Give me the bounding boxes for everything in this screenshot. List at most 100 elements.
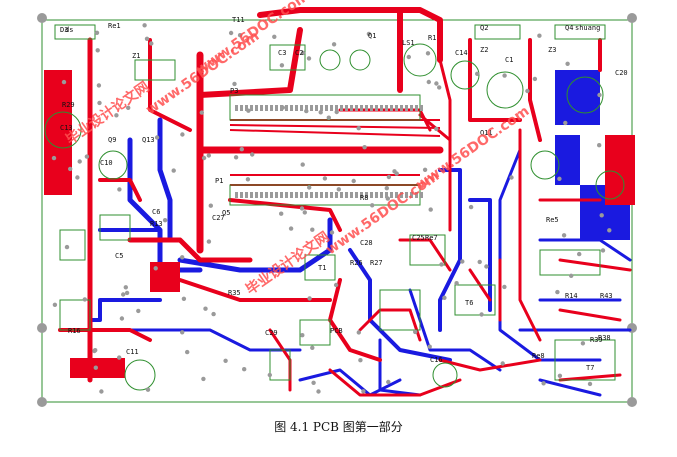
pad	[325, 105, 328, 111]
via	[413, 329, 418, 335]
pad	[360, 105, 363, 111]
mounting-hole	[37, 323, 47, 333]
component-label: shuang	[575, 24, 600, 32]
pad	[295, 192, 298, 198]
via	[336, 187, 341, 192]
via	[211, 311, 216, 317]
component-label: C14	[455, 49, 468, 57]
via	[362, 145, 367, 150]
component-label: C2	[295, 49, 303, 57]
via	[124, 290, 130, 296]
pad	[405, 192, 408, 198]
via	[502, 284, 507, 290]
component-label: Q11	[480, 129, 493, 137]
pad	[320, 105, 323, 111]
component-label: C11	[126, 348, 139, 356]
pad	[245, 105, 248, 111]
via	[386, 379, 391, 385]
via	[153, 266, 158, 271]
pad	[365, 192, 368, 198]
pad	[250, 192, 253, 198]
component-label: Q1	[368, 32, 376, 40]
via	[565, 61, 570, 66]
component-label: R38	[598, 334, 611, 342]
via	[84, 154, 90, 159]
via	[300, 50, 306, 56]
via	[232, 81, 237, 87]
connector-q2	[474, 24, 521, 40]
via	[242, 367, 247, 372]
component-label: Re7	[425, 234, 438, 242]
component-label: T1	[318, 264, 326, 272]
via	[126, 105, 131, 111]
component-label: Q9	[108, 136, 116, 144]
mounting-hole	[627, 397, 637, 407]
via	[68, 166, 73, 172]
pad	[310, 192, 313, 198]
via	[239, 147, 244, 152]
component-label: R43	[600, 292, 613, 300]
via	[561, 233, 567, 238]
component-label: C6	[152, 208, 160, 216]
pad	[395, 192, 398, 198]
pad	[255, 192, 258, 198]
via	[310, 345, 315, 350]
via	[185, 349, 190, 355]
pad	[295, 105, 298, 111]
pad	[375, 192, 378, 198]
via	[201, 155, 207, 161]
via	[427, 344, 432, 349]
via	[145, 387, 151, 392]
pad	[400, 105, 403, 111]
pad	[370, 192, 373, 198]
via	[208, 203, 213, 208]
component-label: T11	[232, 16, 245, 24]
component-label: T7	[586, 364, 594, 372]
component-label: R35	[228, 289, 241, 297]
pad	[380, 192, 383, 198]
pad	[380, 105, 383, 111]
via	[82, 297, 88, 302]
via	[392, 169, 397, 174]
via	[61, 79, 67, 85]
via	[384, 186, 389, 191]
pad	[315, 192, 318, 198]
mounting-hole	[37, 13, 47, 23]
via	[304, 108, 309, 114]
pad	[270, 105, 273, 111]
via	[51, 155, 57, 161]
via	[600, 248, 606, 253]
via	[306, 56, 312, 61]
via	[64, 244, 70, 250]
pad	[315, 105, 318, 111]
component-label: Z3	[548, 46, 556, 54]
component-label: C28	[360, 239, 373, 247]
pad	[300, 105, 303, 111]
via	[370, 203, 375, 208]
pad	[260, 105, 263, 111]
via	[326, 115, 331, 120]
via	[203, 306, 208, 311]
via	[468, 204, 474, 210]
pad	[250, 105, 253, 111]
via	[171, 168, 176, 173]
via	[318, 110, 323, 115]
via	[425, 51, 431, 56]
via	[484, 264, 489, 269]
pad	[405, 105, 408, 111]
pad	[345, 192, 348, 198]
via	[597, 143, 602, 148]
pad	[290, 192, 293, 198]
pad	[285, 192, 288, 198]
pad	[240, 105, 243, 111]
via	[180, 330, 185, 335]
via	[237, 33, 243, 38]
pad	[385, 105, 388, 111]
component-label: R39	[590, 336, 603, 344]
via	[331, 42, 337, 47]
via	[206, 239, 212, 244]
via	[555, 289, 560, 295]
pad	[415, 105, 418, 111]
power-pour	[605, 135, 635, 205]
